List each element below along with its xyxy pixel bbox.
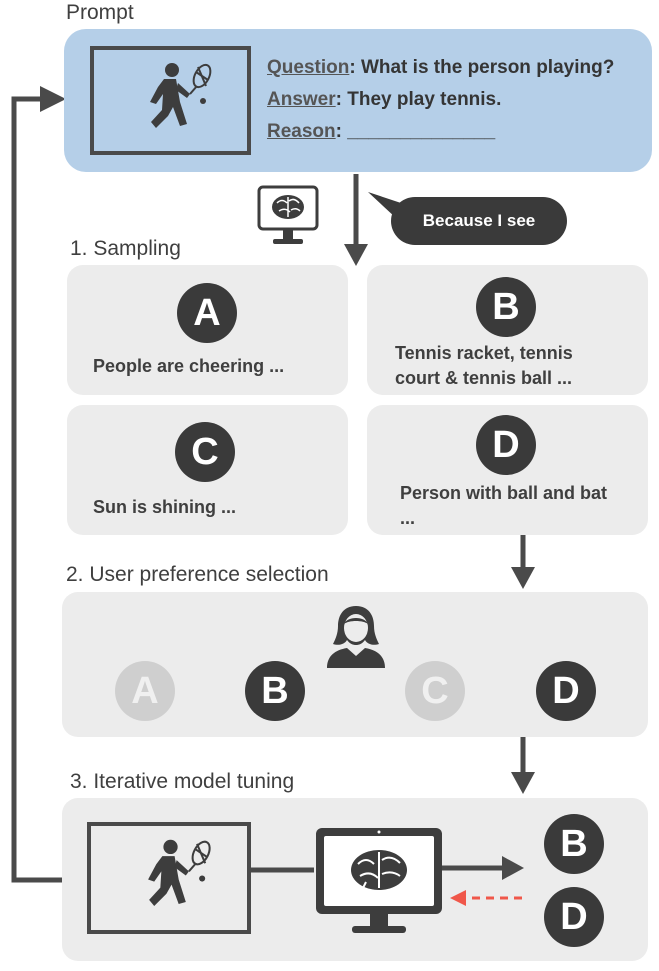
pref-option-b: B: [245, 661, 305, 721]
speech-bubble: Because I see: [391, 197, 567, 245]
sampling-label: 1. Sampling: [70, 237, 181, 260]
prompt-image-frame: [90, 46, 251, 155]
sample-b-badge: B: [476, 277, 536, 337]
prompt-answer: Answer: They play tennis.: [267, 89, 501, 111]
sample-card-c: C Sun is shining ...: [67, 405, 348, 535]
tuning-image-frame: [87, 822, 251, 934]
sample-b-text: Tennis racket, tennis court & tennis bal…: [395, 343, 573, 388]
brain-icon-large: [351, 850, 407, 891]
reason-text: : ______________: [335, 121, 496, 142]
tennis-player-icon-2: [148, 839, 211, 907]
question-key: Question: [267, 57, 350, 78]
sample-d-text: Person with ball and bat ...: [400, 483, 608, 528]
sample-a-text: People are cheering ...: [93, 356, 285, 376]
prompt-panel: Question: What is the person playing? An…: [64, 29, 652, 172]
model-monitor-small-icon: [257, 185, 319, 244]
prompt-question: Question: What is the person playing?: [267, 57, 614, 79]
tuning-output-d: D: [544, 887, 604, 947]
question-text: : What is the person playing?: [349, 57, 615, 78]
brain-icon: [272, 195, 304, 219]
pref-option-a: A: [115, 661, 175, 721]
loop-back-arrowhead: [40, 86, 66, 112]
tennis-player-icon: [150, 63, 212, 128]
loop-back-arrow: [11, 96, 62, 883]
user-avatar-icon: [327, 606, 385, 668]
pref-option-d: D: [536, 661, 596, 721]
sample-c-text: Sun is shining ...: [93, 497, 237, 517]
answer-text: : They play tennis.: [335, 89, 502, 110]
sample-card-a: A People are cheering ...: [67, 265, 348, 395]
reason-key: Reason: [267, 121, 336, 142]
model-monitor-icon: [316, 828, 442, 933]
tuning-label: 3. Iterative model tuning: [70, 770, 295, 793]
sample-c-badge: C: [175, 422, 235, 482]
tuning-connectors: [251, 856, 524, 906]
preference-label: 2. User preference selection: [66, 563, 329, 586]
sample-card-b: B Tennis racket, tennis court & tennis b…: [367, 265, 648, 395]
prompt-reason: Reason: ______________: [267, 121, 495, 143]
answer-key: Answer: [267, 89, 336, 110]
sample-a-badge: A: [177, 283, 237, 343]
prompt-label: Prompt: [66, 1, 134, 24]
pref-option-c: C: [405, 661, 465, 721]
preference-panel: A B C D: [62, 592, 648, 737]
tuning-output-b: B: [544, 814, 604, 874]
sample-d-badge: D: [476, 415, 536, 475]
tuning-panel: B D: [62, 798, 648, 961]
sample-card-d: D Person with ball and bat ...: [367, 405, 648, 535]
